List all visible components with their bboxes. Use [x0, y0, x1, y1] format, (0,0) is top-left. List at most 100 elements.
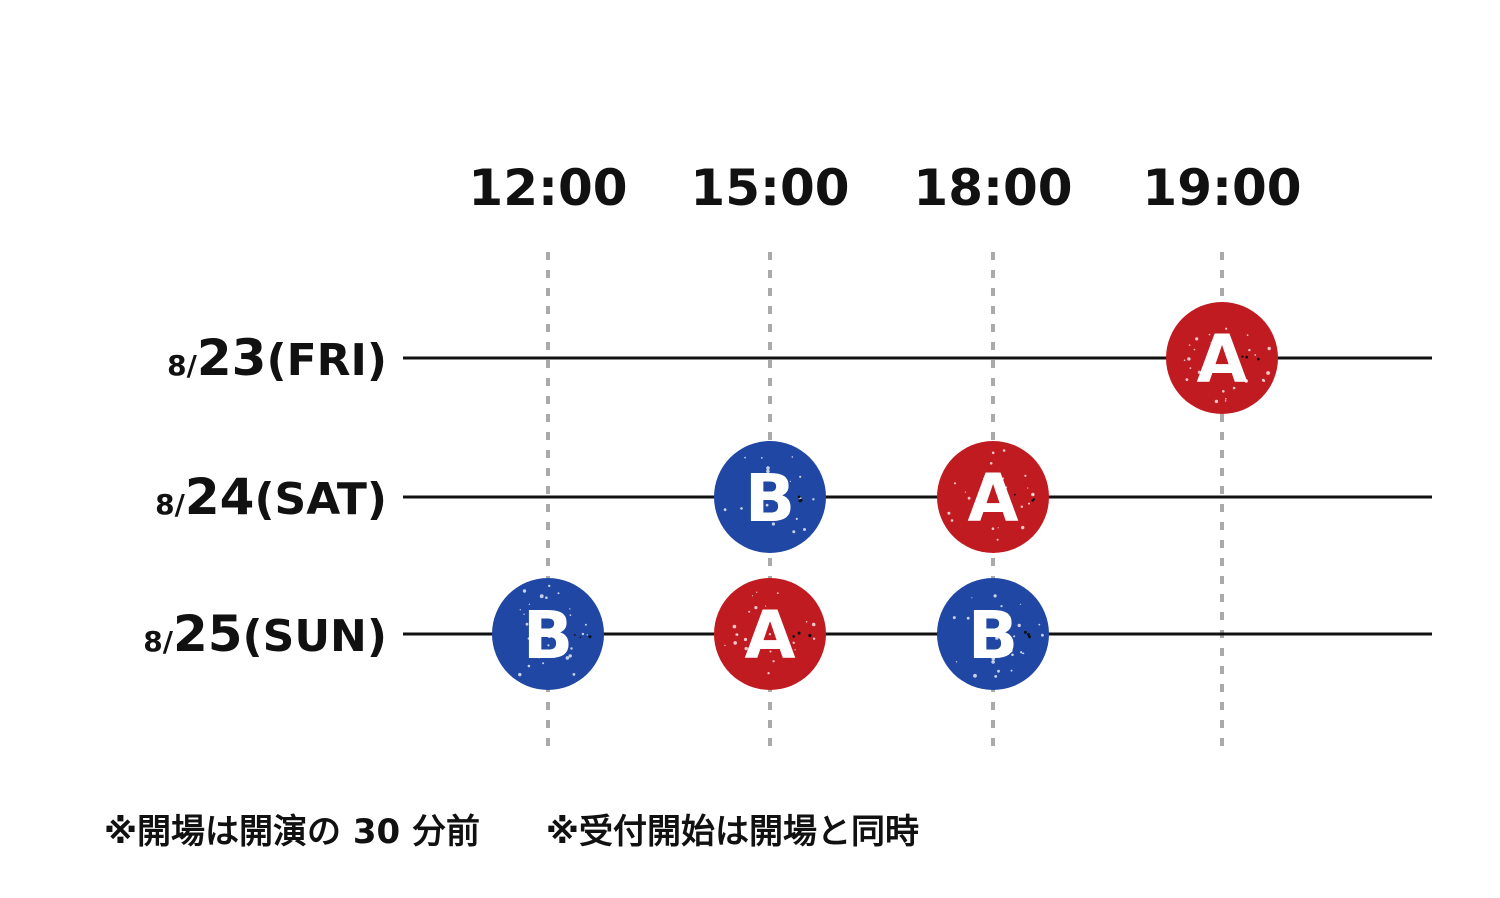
texture-speck: [1246, 334, 1249, 337]
texture-speck: [952, 616, 956, 620]
texture-speck: [1195, 337, 1199, 341]
texture-speck-dark: [1028, 635, 1031, 639]
time-slot-label: 19:00: [1142, 159, 1301, 217]
day-month-prefix: 8/: [155, 488, 185, 521]
texture-speck: [767, 672, 770, 675]
texture-speck: [570, 647, 573, 650]
show-marker-circle: [937, 578, 1049, 690]
texture-speck: [527, 664, 531, 668]
texture-speck-dark: [797, 631, 801, 635]
day-number: 23: [197, 329, 267, 387]
time-slot-label: 12:00: [468, 159, 627, 217]
texture-speck: [545, 596, 548, 599]
texture-speck: [991, 451, 995, 455]
footnote-doors-open: ※開場は開演の 30 分前: [104, 812, 481, 852]
texture-speck: [756, 496, 759, 499]
texture-speck: [1254, 354, 1257, 356]
texture-speck: [769, 620, 772, 623]
texture-speck: [1225, 398, 1227, 400]
texture-speck: [791, 651, 793, 654]
texture-speck: [1267, 346, 1271, 351]
texture-speck: [994, 632, 996, 635]
texture-speck: [1002, 449, 1006, 452]
texture-speck: [1038, 623, 1041, 626]
texture-speck: [973, 673, 977, 678]
texture-speck: [771, 522, 776, 526]
show-marker-b: B: [714, 441, 826, 553]
texture-speck-dark: [588, 635, 592, 639]
texture-speck: [740, 507, 743, 510]
day-weekday: (FRI): [266, 335, 387, 386]
texture-speck: [1248, 348, 1251, 352]
show-marker-letter: B: [968, 597, 1018, 674]
texture-speck: [523, 613, 525, 615]
texture-speck: [1208, 333, 1211, 336]
show-marker-letter: B: [523, 597, 573, 674]
texture-speck: [518, 672, 522, 677]
texture-speck: [1225, 327, 1228, 330]
texture-speck: [744, 646, 748, 651]
texture-speck: [744, 456, 746, 459]
texture-speck: [1214, 399, 1219, 404]
texture-speck: [547, 644, 550, 647]
texture-speck: [1213, 345, 1216, 348]
texture-speck: [766, 466, 770, 470]
texture-speck: [548, 584, 551, 588]
texture-speck: [537, 655, 541, 659]
texture-speck: [967, 496, 971, 500]
texture-speck: [1020, 651, 1023, 654]
texture-speck-dark: [573, 634, 576, 636]
show-marker-circle: [714, 441, 826, 553]
texture-speck: [964, 491, 967, 493]
texture-speck: [1197, 370, 1201, 374]
texture-speck: [547, 634, 552, 639]
texture-speck: [519, 609, 521, 611]
texture-speck: [993, 610, 996, 613]
texture-speck: [977, 515, 982, 519]
texture-speck: [1188, 344, 1191, 346]
footnotes: ※開場は開演の 30 分前 ※受付開始は開場と同時: [104, 804, 919, 853]
texture-speck: [1024, 474, 1027, 477]
texture-speck: [724, 644, 726, 647]
texture-speck: [978, 500, 983, 504]
show-marker-letter: A: [744, 597, 795, 674]
texture-speck: [568, 654, 572, 658]
show-marker-circle: [937, 441, 1049, 553]
day-weekday: (SAT): [254, 474, 387, 525]
texture-speck: [723, 508, 727, 512]
texture-speck: [527, 637, 530, 640]
show-marker-letter: B: [745, 460, 795, 537]
show-marker-a: A: [937, 441, 1049, 553]
texture-speck: [805, 621, 808, 623]
texture-speck: [1189, 367, 1192, 369]
texture-speck: [1183, 359, 1186, 362]
show-marker-letter: A: [967, 460, 1018, 537]
texture-speck: [953, 482, 957, 485]
time-guide-lines: [546, 252, 1224, 748]
texture-speck: [989, 462, 993, 465]
texture-speck: [735, 633, 738, 636]
texture-speck: [766, 616, 769, 620]
texture-speck-dark: [792, 635, 795, 638]
texture-speck: [539, 594, 544, 599]
texture-speck: [769, 650, 772, 653]
day-month-prefix: 8/: [143, 625, 173, 658]
texture-speck: [983, 477, 985, 480]
show-marker-letter: A: [1196, 321, 1247, 398]
texture-speck: [765, 503, 769, 507]
texture-speck: [1266, 371, 1270, 375]
show-marker-a: A: [714, 578, 826, 690]
texture-speck: [1032, 493, 1035, 496]
texture-speck: [748, 610, 751, 613]
texture-speck: [950, 519, 954, 522]
texture-speck: [955, 661, 958, 663]
show-marker-circle: [1166, 302, 1278, 414]
texture-speck: [1002, 477, 1005, 480]
day-number: 24: [185, 468, 255, 526]
texture-speck: [1017, 623, 1021, 628]
texture-speck: [522, 589, 527, 593]
texture-speck: [993, 594, 997, 598]
texture-speck: [768, 633, 772, 636]
